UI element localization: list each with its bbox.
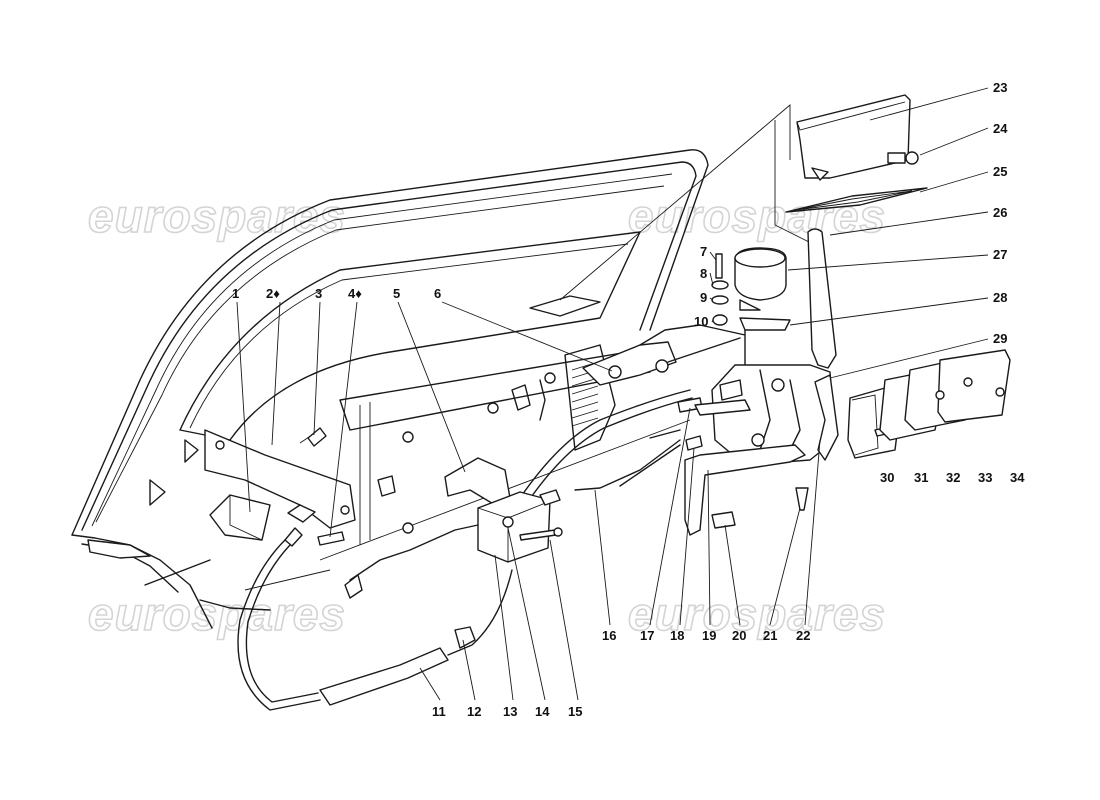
part-28-shape (739, 317, 791, 331)
part-3-shape (307, 427, 327, 447)
label-10: 10 (694, 314, 708, 329)
label-28: 28 (993, 290, 1007, 305)
label-11: 11 (432, 704, 446, 719)
door-shell-drawing (71, 104, 816, 629)
leader-lines (236, 87, 989, 701)
part-4-shape (317, 531, 345, 546)
part-7-shape (715, 253, 723, 279)
label-26: 26 (993, 205, 1007, 220)
part-13-shape (477, 491, 551, 563)
part-18-shape (685, 435, 703, 451)
label-8: 8 (700, 266, 707, 281)
part-23-shape (796, 94, 911, 179)
parts-group (204, 94, 1011, 711)
label-12: 12 (467, 704, 481, 719)
label-25: 25 (993, 164, 1007, 179)
label-3: 3 (315, 286, 322, 301)
part-2-shape (204, 429, 356, 529)
part-34-shape (937, 349, 1011, 423)
label-19: 19 (702, 628, 716, 643)
part-9-shape (711, 295, 729, 305)
label-32: 32 (946, 470, 960, 485)
label-24: 24 (993, 121, 1008, 136)
label-1: 1 (232, 286, 239, 301)
label-15: 15 (568, 704, 582, 719)
watermark-top-left: eurospares (88, 190, 346, 242)
part-21-shape (795, 487, 809, 511)
label-7: 7 (700, 244, 707, 259)
label-13: 13 (503, 704, 517, 719)
label-21: 21 (763, 628, 777, 643)
label-27: 27 (993, 247, 1007, 262)
part-10-shape (712, 314, 728, 326)
part-24-shape (887, 152, 906, 164)
part-8-shape (711, 280, 729, 290)
label-29: 29 (993, 331, 1007, 346)
label-5: 5 (393, 286, 400, 301)
label-6: 6 (434, 286, 441, 301)
part-22-shape (814, 374, 839, 461)
label-2: 2♦ (266, 286, 280, 301)
label-34: 34 (1010, 470, 1025, 485)
label-4: 4♦ (348, 286, 362, 301)
label-17: 17 (640, 628, 654, 643)
callout-labels: 1 2♦ 3 4♦ 5 6 7 8 9 10 11 12 13 14 15 16… (232, 80, 1025, 719)
part-14-shape (502, 516, 514, 528)
part-20-shape (711, 511, 736, 529)
part-26-shape (807, 228, 837, 369)
part-16-shape (574, 439, 681, 491)
watermark-bottom-left: eurospares (88, 588, 346, 640)
label-31: 31 (914, 470, 928, 485)
part-11-shape (319, 647, 449, 706)
label-9: 9 (700, 290, 707, 305)
part-12-shape (454, 626, 476, 649)
label-18: 18 (670, 628, 684, 643)
label-33: 33 (978, 470, 992, 485)
label-23: 23 (993, 80, 1007, 95)
part-5-shape (444, 457, 511, 506)
part-19-shape (684, 444, 806, 536)
label-14: 14 (535, 704, 550, 719)
label-22: 22 (796, 628, 810, 643)
part-1-shape (209, 494, 271, 541)
label-20: 20 (732, 628, 746, 643)
label-30: 30 (880, 470, 894, 485)
label-16: 16 (602, 628, 616, 643)
watermark-bottom-right: eurospares (628, 588, 886, 640)
